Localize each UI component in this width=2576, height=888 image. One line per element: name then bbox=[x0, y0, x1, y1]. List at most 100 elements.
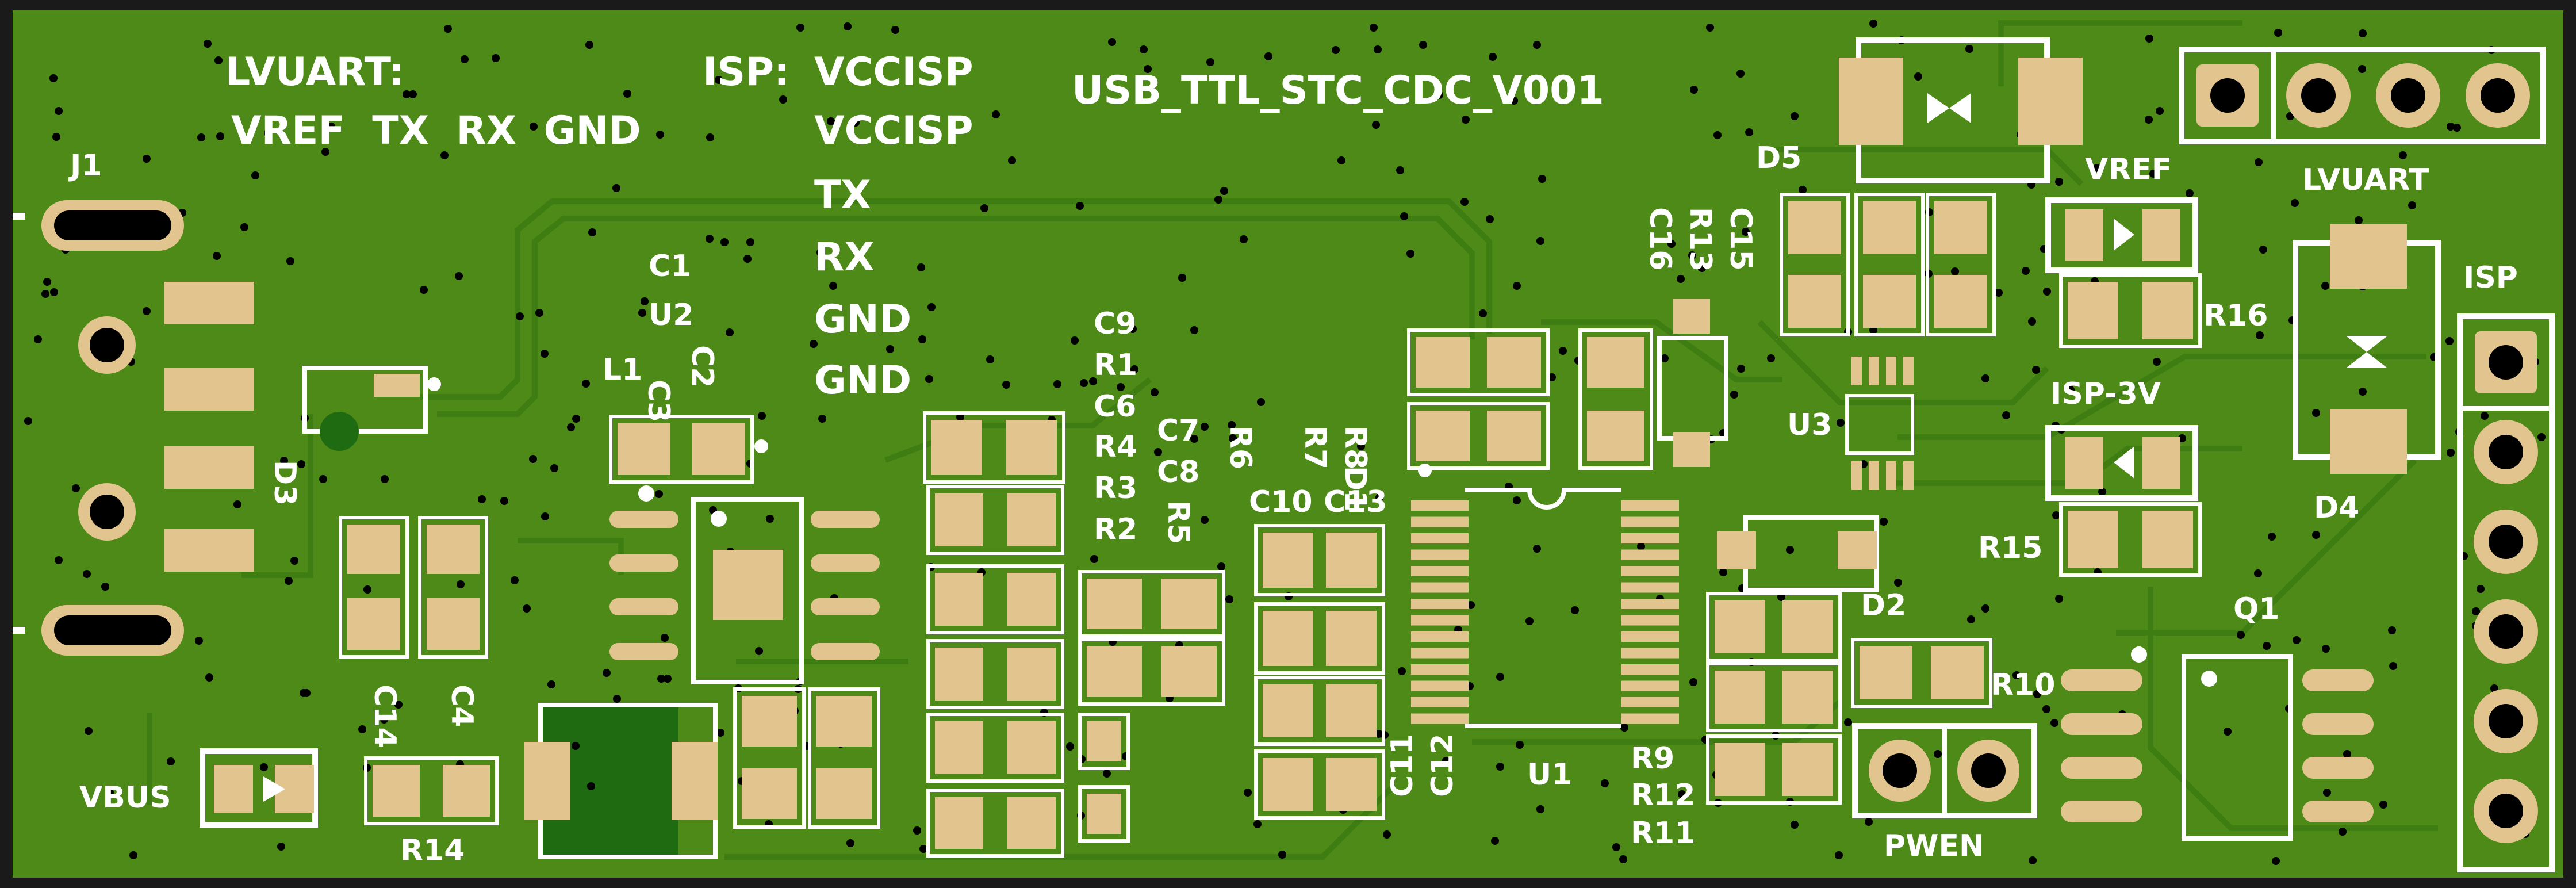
diode-icon bbox=[302, 366, 441, 451]
via-icon bbox=[1129, 325, 1137, 333]
via-icon bbox=[1690, 86, 1698, 94]
via-icon bbox=[197, 133, 205, 141]
isp-pin-4: RX bbox=[814, 235, 875, 280]
via-icon bbox=[1513, 496, 1521, 504]
via-icon bbox=[1400, 212, 1408, 220]
via-icon bbox=[1419, 41, 1427, 49]
ic-pad bbox=[1411, 680, 1469, 691]
ic-pad bbox=[1621, 549, 1679, 560]
via-icon bbox=[655, 490, 663, 498]
via-icon bbox=[511, 576, 519, 584]
ic-pad bbox=[1621, 697, 1679, 707]
via-icon bbox=[101, 583, 109, 591]
via-icon bbox=[1637, 542, 1645, 550]
via-icon bbox=[83, 570, 91, 578]
via-icon bbox=[917, 263, 925, 271]
designator-q1: Q1 bbox=[2233, 592, 2279, 626]
via-icon bbox=[1206, 58, 1214, 66]
via-icon bbox=[492, 54, 500, 62]
via-icon bbox=[167, 757, 175, 765]
via-icon bbox=[2145, 116, 2153, 124]
via-icon bbox=[535, 309, 543, 317]
via-icon bbox=[2291, 199, 2299, 207]
ic-pad bbox=[1621, 599, 1679, 609]
via-icon bbox=[2388, 626, 2396, 634]
via-icon bbox=[927, 303, 936, 311]
via-icon bbox=[286, 257, 294, 265]
via-icon bbox=[992, 110, 1000, 118]
via-icon bbox=[2055, 595, 2063, 603]
via-icon bbox=[280, 457, 288, 465]
isp-pin-2: VCCISP bbox=[814, 108, 973, 154]
via-icon bbox=[2052, 511, 2060, 519]
designator-isp3v: ISP-3V bbox=[2050, 377, 2161, 411]
via-icon bbox=[1513, 282, 1521, 290]
silk-notes: LVUART: VREF TX RX GND ISP: VCCISP VCCIS… bbox=[225, 49, 1604, 403]
via-icon bbox=[779, 95, 787, 104]
designator-u3: U3 bbox=[1787, 408, 1832, 442]
usb-connector-icon bbox=[41, 200, 254, 656]
via-icon bbox=[455, 272, 463, 280]
via-icon bbox=[1767, 354, 1775, 362]
via-icon bbox=[2050, 719, 2058, 727]
via-icon bbox=[613, 695, 621, 703]
via-icon bbox=[1435, 91, 1443, 99]
via-icon bbox=[1559, 347, 1567, 355]
lvuart-title: LVUART: bbox=[225, 49, 405, 95]
via-icon bbox=[363, 585, 371, 594]
via-icon bbox=[980, 204, 988, 212]
via-icon bbox=[1053, 380, 1061, 388]
via-icon bbox=[277, 843, 285, 851]
via-icon bbox=[2043, 288, 2051, 296]
via-icon bbox=[1510, 97, 1518, 105]
via-icon bbox=[327, 123, 335, 131]
via-icon bbox=[1225, 595, 1233, 603]
designator-c12: C12 bbox=[1425, 733, 1460, 797]
via-icon bbox=[587, 782, 595, 790]
via-icon bbox=[2399, 151, 2407, 159]
via-icon bbox=[2153, 358, 2161, 366]
designator-isp: ISP bbox=[2463, 261, 2518, 295]
via-icon bbox=[444, 25, 452, 33]
via-icon bbox=[1548, 373, 1556, 381]
via-icon bbox=[720, 238, 729, 246]
via-icon bbox=[1894, 579, 1902, 587]
via-icon bbox=[1516, 741, 1524, 749]
via-icon bbox=[1066, 742, 1074, 751]
designator-d4: D4 bbox=[2314, 491, 2359, 525]
via-icon bbox=[1742, 228, 1750, 236]
via-icon bbox=[380, 715, 388, 724]
via-icon bbox=[1442, 757, 1450, 765]
via-icon bbox=[205, 673, 213, 682]
via-icon bbox=[50, 288, 58, 296]
via-icon bbox=[1745, 128, 1753, 136]
via-icon bbox=[1786, 546, 1794, 554]
via-icon bbox=[34, 335, 42, 343]
via-icon bbox=[1981, 604, 1989, 613]
designator-d5: D5 bbox=[1756, 141, 1801, 175]
header-lvuart bbox=[2179, 47, 2546, 144]
designator-c8: C8 bbox=[1157, 455, 1199, 489]
via-icon bbox=[2379, 801, 2387, 809]
via-icon bbox=[2022, 267, 2030, 275]
via-icon bbox=[1002, 381, 1010, 389]
via-icon bbox=[1190, 435, 1198, 443]
via-icon bbox=[829, 282, 837, 290]
via-icon bbox=[1214, 196, 1222, 204]
via-icon bbox=[1383, 830, 1391, 839]
via-icon bbox=[1103, 770, 1111, 778]
via-icon bbox=[572, 742, 580, 750]
via-icon bbox=[1491, 837, 1499, 845]
via-icon bbox=[1601, 779, 1609, 787]
via-icon bbox=[1008, 156, 1016, 164]
via-icon bbox=[2274, 29, 2282, 37]
via-icon bbox=[530, 123, 538, 131]
via-icon bbox=[1254, 820, 1262, 828]
via-icon bbox=[2453, 124, 2461, 132]
via-icon bbox=[1375, 493, 1383, 502]
via-icon bbox=[216, 132, 224, 140]
via-icon bbox=[706, 235, 714, 243]
via-icon bbox=[1571, 606, 1579, 614]
via-icon bbox=[1278, 851, 1286, 859]
designator-r12: R12 bbox=[1631, 778, 1695, 813]
